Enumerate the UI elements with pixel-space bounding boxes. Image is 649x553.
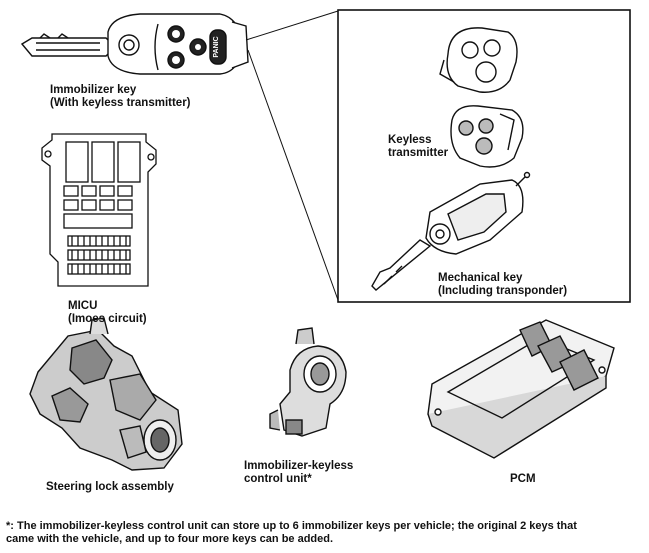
micu-label: MICU (Imoes circuit) <box>68 300 147 325</box>
pcm-label: PCM <box>510 473 536 485</box>
transmitter-cover-drawing <box>439 27 518 93</box>
inset-leader-lines <box>245 10 339 301</box>
immobilizer-key-drawing <box>20 13 249 75</box>
mechanical-key-drawing <box>371 171 531 291</box>
immobilizer-key-label: Immobilizer key (With keyless transmitte… <box>50 84 191 109</box>
mechanical-key-label: Mechanical key (Including transponder) <box>438 272 568 297</box>
steering-lock-drawing <box>29 317 183 471</box>
micu-drawing <box>41 133 157 287</box>
panic-label: PANIC <box>213 36 220 57</box>
inset-frame <box>337 9 631 303</box>
footnote-line-1: *: The immobilizer-keyless control unit … <box>6 520 577 532</box>
control-unit-drawing <box>269 327 347 437</box>
control-unit-label: Immobilizer-keyless control unit* <box>244 460 354 485</box>
steering-lock-label: Steering lock assembly <box>46 481 174 493</box>
footnote: *: The immobilizer-keyless control unit … <box>6 520 646 545</box>
pcm-drawing <box>427 319 615 459</box>
transmitter-board-drawing <box>450 105 524 168</box>
keyless-transmitter-label: Keyless transmitter <box>388 134 449 159</box>
footnote-line-2: came with the vehicle, and up to four mo… <box>6 532 334 545</box>
